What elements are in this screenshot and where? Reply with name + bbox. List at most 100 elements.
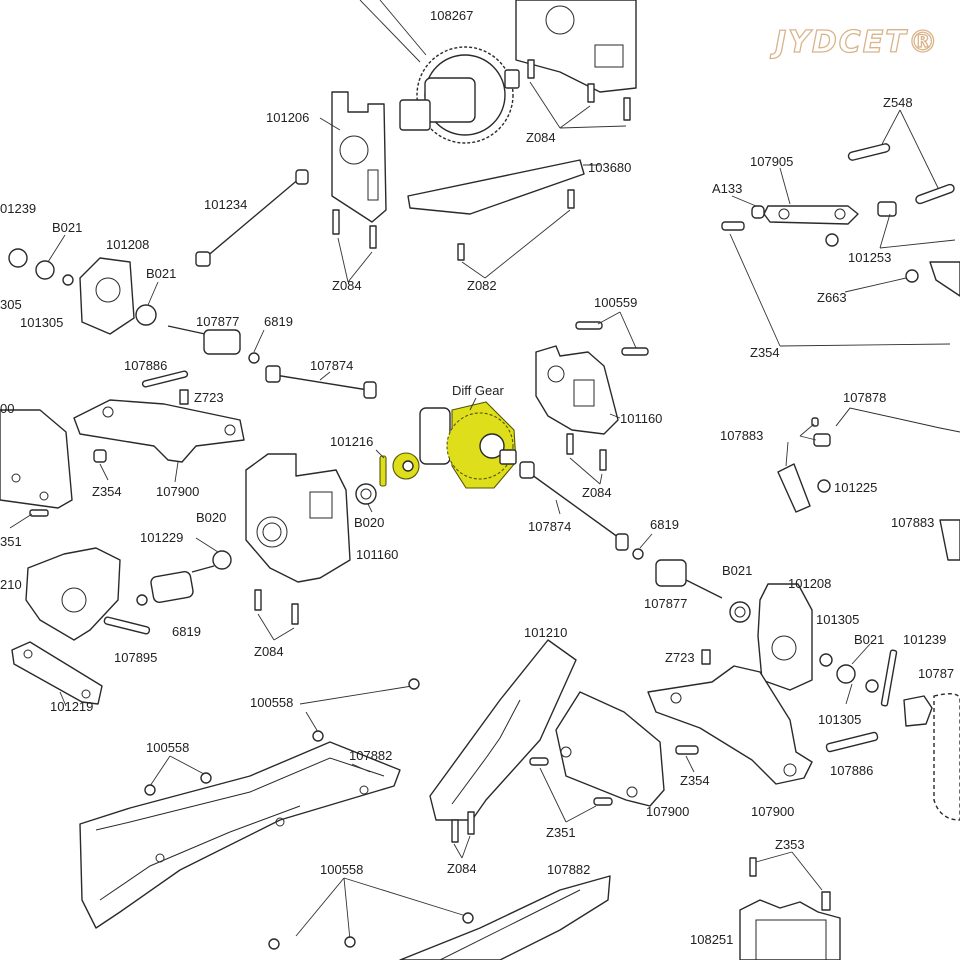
label-z354-left: Z354 [92,484,122,499]
label-b021-right: B021 [722,563,752,578]
label-107900-right: 107900 [751,804,794,819]
label-101219: 101219 [50,699,93,714]
drive-cup-107877-upper [167,325,265,364]
label-107883-top: 107883 [720,428,763,443]
label-b021-a: B021 [52,220,82,235]
driveshaft-101234 [195,169,309,267]
chassis-plate [515,0,637,93]
label-107900-centre: 107900 [646,804,689,819]
label-101253: 101253 [848,250,891,265]
label-107883-right: 107883 [891,515,934,530]
label-b021-far-right: B021 [854,632,884,647]
side-guard-107882-upper [79,741,401,929]
label-107874-top: 107874 [310,358,353,373]
label-b020-right: B020 [354,515,384,530]
cover-plate-centre [555,691,665,807]
label-107877-top: 107877 [196,314,239,329]
chassis-frame-101210 [429,639,577,821]
pinion-pin [379,455,387,487]
label-305: 305 [0,297,22,312]
label-z354-top: Z354 [750,345,780,360]
label-b020-left: B020 [196,510,226,525]
lower-arm-107900-left [73,399,245,483]
side-guard-107882-lower [268,875,611,960]
label-z082: Z082 [467,278,497,293]
label-100559: 100559 [594,295,637,310]
label-107882-lower: 107882 [547,862,590,877]
label-210: 210 [0,577,22,592]
screws-z084-top [527,59,631,129]
label-101305-right: 101305 [816,612,859,627]
label-351: 351 [0,534,22,549]
label-107877-right: 107877 [644,596,687,611]
label-6819-left: 6819 [172,624,201,639]
label-100558-bottom: 100558 [320,862,363,877]
linkage-107878 [777,407,960,561]
label-101216: 101216 [330,434,373,449]
hub-carrier-210 [25,547,151,641]
label-10787x: 10787 [918,666,954,681]
label-6819-right: 6819 [650,517,679,532]
label-103680: 103680 [588,160,631,175]
label-107905: 107905 [750,154,793,169]
label-a133: A133 [712,181,742,196]
diff-gear [419,397,517,489]
label-108251: 108251 [690,932,733,947]
label-z351: Z351 [546,825,576,840]
label-6819-top: 6819 [264,314,293,329]
driveshaft-107874-lower [519,461,653,560]
gearbox-housing-101160-left [245,453,351,641]
label-101239-right: 101239 [903,632,946,647]
label-107882-upper: 107882 [349,748,392,763]
label-z084-left: Z084 [254,644,284,659]
steering-assembly-top [721,109,960,347]
label-101305-top: 101305 [20,315,63,330]
label-101229: 101229 [140,530,183,545]
label-101160-left: 101160 [356,547,398,562]
label-00: 00 [0,401,14,416]
drive-cup-107877-lower [655,559,751,623]
label-z084-bottom: Z084 [447,861,477,876]
label-107886-top: 107886 [124,358,167,373]
bracket-108251 [739,851,841,960]
bulkhead-101206 [319,91,387,283]
label-b021-b: B021 [146,266,176,281]
label-z723-right: Z723 [665,650,695,665]
label-101234: 101234 [204,197,247,212]
cover-plate-left [0,409,73,529]
pinion-gear-101216 [375,449,420,487]
label-z084-mid: Z084 [332,278,362,293]
screws-centre-bottom [451,757,613,859]
label-101160-right: 101160 [620,411,662,426]
chassis-rail-103680 [407,159,600,279]
label-107878: 107878 [843,390,886,405]
hub-carrier-101208-right [757,583,960,821]
label-z084-right: Z084 [582,485,612,500]
label-107886-right: 107886 [830,763,873,778]
watermark-logo: JYDCET® [770,25,940,60]
label-108267: 108267 [430,8,473,23]
drive-cup-101229 [136,537,232,606]
lower-arm-107900-right [647,649,879,785]
label-101239-top: 01239 [0,201,36,216]
hub-carrier-left-top [8,234,159,335]
label-z548: Z548 [883,95,913,110]
label-100558-upper: 100558 [250,695,293,710]
label-101225: 101225 [834,480,877,495]
screws-100558-upper [144,678,420,796]
label-100558-left: 100558 [146,740,189,755]
label-diff-gear: Diff Gear [452,383,504,398]
label-101305-lower: 101305 [818,712,861,727]
label-107874-lower: 107874 [528,519,571,534]
pin-107886-upper [141,370,189,405]
label-z663: Z663 [817,290,847,305]
plate-101219 [11,641,103,707]
label-101208-right: 101208 [788,576,831,591]
label-z353: Z353 [775,837,805,852]
label-107895: 107895 [114,650,157,665]
driveshaft-107874-upper [265,365,377,399]
label-z084-top: Z084 [526,130,556,145]
gearbox-housing-101160-right [535,311,649,485]
label-101206: 101206 [266,110,309,125]
